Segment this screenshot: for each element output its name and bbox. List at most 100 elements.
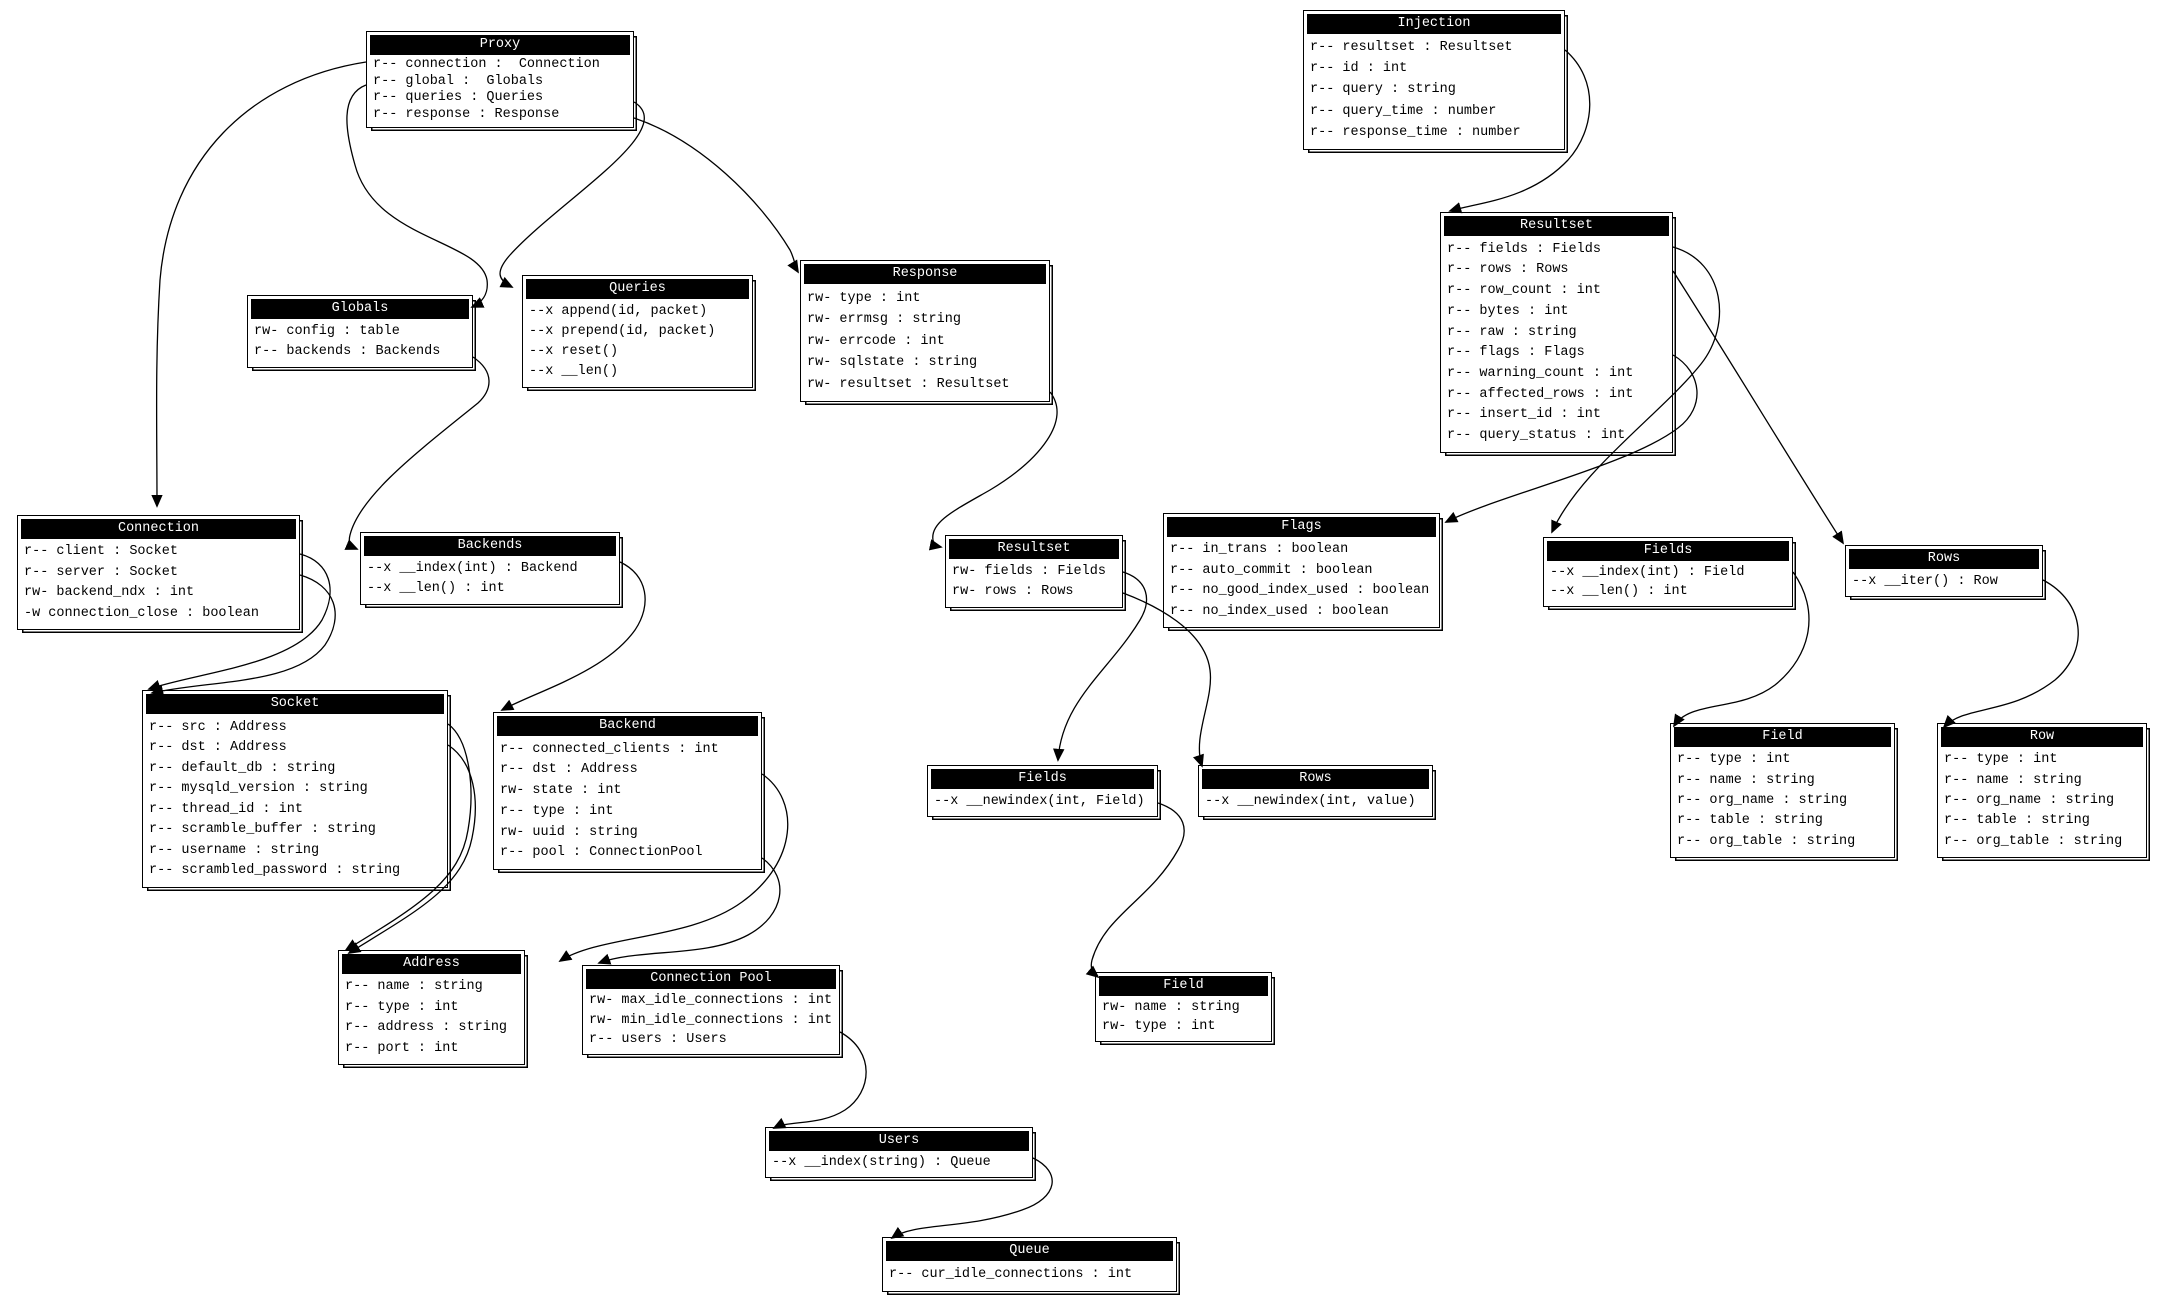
class-attr: r-- in_trans : boolean: [1170, 542, 1349, 558]
edge-response-resultset-to-resultset-response: [928, 391, 1058, 551]
class-attr: r-- port : int: [345, 1040, 459, 1056]
class-box-backends: Backends--x __index(int) : Backend--x __…: [360, 532, 620, 605]
class-title-backend: Backend: [497, 716, 758, 736]
class-title-connection-pool: Connection Pool: [586, 969, 836, 989]
class-title-resultset: Resultset: [1444, 216, 1669, 236]
class-box-fields: Fields--x __index(int) : Field--x __len(…: [1543, 537, 1793, 607]
class-attr: rw- max_idle_connections : int: [589, 993, 833, 1009]
class-attr: r-- pool : ConnectionPool: [500, 845, 703, 861]
class-attr: r-- table : string: [1677, 813, 1823, 829]
class-attrs-fields: --x __index(int) : Field--x __len() : in…: [1547, 561, 1789, 603]
class-attr: rw- fields : Fields: [952, 564, 1106, 579]
class-attr: r-- bytes : int: [1447, 303, 1569, 319]
class-attr: --x __index(int) : Backend: [367, 561, 578, 576]
class-attr: rw- name : string: [1102, 1000, 1240, 1015]
class-attr: --x reset(): [529, 344, 619, 359]
class-attr: r-- connected_clients : int: [500, 741, 719, 757]
class-attr: r-- backends : Backends: [254, 344, 441, 359]
class-title-row: Row: [1941, 727, 2143, 747]
class-attr: r-- query_status : int: [1447, 428, 1626, 444]
class-attr: r-- scrambled_password : string: [149, 863, 401, 879]
class-attr: r-- org_table : string: [1677, 833, 1856, 849]
class-attrs-flags: r-- in_trans : boolean r-- auto_commit : …: [1167, 537, 1436, 624]
class-attr: r-- mysqld_version : string: [149, 781, 368, 797]
class-title-rows-response: Rows: [1202, 769, 1429, 789]
class-attr: r-- dst : Address: [149, 740, 287, 756]
class-attr: rw- backend_ndx : int: [24, 585, 195, 601]
class-attr: --x prepend(id, packet): [529, 324, 716, 339]
class-box-socket: Socket r-- src : Address r-- dst : Address…: [142, 690, 448, 888]
class-title-fields: Fields: [1547, 541, 1789, 561]
class-attr: r-- row_count : int: [1447, 283, 1601, 299]
class-attr: --x __len() : int: [367, 581, 505, 596]
class-attr: --x __index(int) : Field: [1550, 565, 1745, 580]
class-attr: r-- name : string: [1944, 772, 2082, 788]
class-attr: r-- affected_rows : int: [1447, 386, 1634, 402]
class-box-fields-response: Fields--x __newindex(int, Field): [927, 765, 1158, 817]
class-attrs-backends: --x __index(int) : Backend --x __len() : …: [364, 556, 616, 601]
class-attr: r-- src : Address: [149, 719, 287, 735]
class-attr: r-- type : int: [1944, 752, 2058, 768]
class-box-rows-response: Rows --x __newindex(int, value): [1198, 765, 1433, 817]
class-attr: --x __newindex(int, value): [1205, 793, 1416, 809]
class-attr: rw- errmsg : string: [807, 312, 961, 327]
class-title-field-response: Field: [1099, 976, 1268, 996]
class-attr: --x __newindex(int, Field): [934, 793, 1145, 809]
class-attr: r-- id : int: [1310, 61, 1408, 77]
class-attr: rw- uuid : string: [500, 824, 638, 840]
edge-rows-__iter-to-row: [1942, 579, 2079, 729]
class-box-rows: Rows--x __iter() : Row: [1845, 545, 2043, 597]
class-attr: r-- default_db : string: [149, 760, 336, 776]
class-attrs-row: r-- type : int r-- name : string r-- org_n…: [1941, 747, 2143, 854]
class-attr: r-- auto_commit : boolean: [1170, 562, 1373, 578]
class-attrs-globals: rw- config : table r-- backends : Backend…: [251, 319, 469, 364]
class-title-connection: Connection: [21, 519, 296, 539]
edge-fields-response-__newindex-to-field-response: [1085, 802, 1185, 979]
class-attr: rw- config : table: [254, 324, 400, 339]
class-attr: r-- thread_id : int: [149, 801, 303, 817]
class-attr: r-- name : string: [345, 979, 483, 995]
class-attr: r-- users : Users: [589, 1031, 727, 1047]
class-title-proxy: Proxy: [370, 35, 630, 55]
class-attr: r-- response : Response: [373, 107, 560, 123]
class-box-connection-pool: Connection Pool rw- max_idle_connections …: [582, 965, 840, 1055]
class-attr: r-- query : string: [1310, 82, 1456, 98]
class-attr: r-- table : string: [1944, 813, 2090, 829]
class-attr: r-- global : Globals: [373, 73, 544, 89]
class-attr: r-- type : int: [1677, 752, 1791, 768]
class-attr: r-- type : int: [500, 803, 614, 819]
class-attr: r-- address : string: [345, 1020, 508, 1036]
class-title-rows: Rows: [1849, 549, 2039, 569]
class-title-field: Field: [1674, 727, 1891, 747]
class-attr: rw- type : int: [807, 290, 921, 306]
class-attr: r-- rows : Rows: [1447, 262, 1569, 278]
class-title-socket: Socket: [146, 694, 444, 714]
class-title-backends: Backends: [364, 536, 616, 556]
class-attr: r-- no_index_used : boolean: [1170, 603, 1389, 619]
class-attr: r-- name : string: [1677, 772, 1815, 788]
edge-globals-backends-to-backends: [344, 356, 490, 550]
class-attr: r-- username : string: [149, 842, 320, 858]
class-attr: r-- scramble_buffer : string: [149, 822, 376, 838]
class-attr: r-- org_name : string: [1944, 792, 2115, 808]
class-attr: -w connection_close : boolean: [24, 605, 259, 621]
class-title-queries: Queries: [526, 279, 749, 299]
class-attr: r-- org_table : string: [1944, 833, 2123, 849]
class-attr: r-- queries : Queries: [373, 90, 544, 106]
class-attr: rw- state : int: [500, 783, 622, 799]
class-attr: r-- warning_count : int: [1447, 366, 1634, 382]
